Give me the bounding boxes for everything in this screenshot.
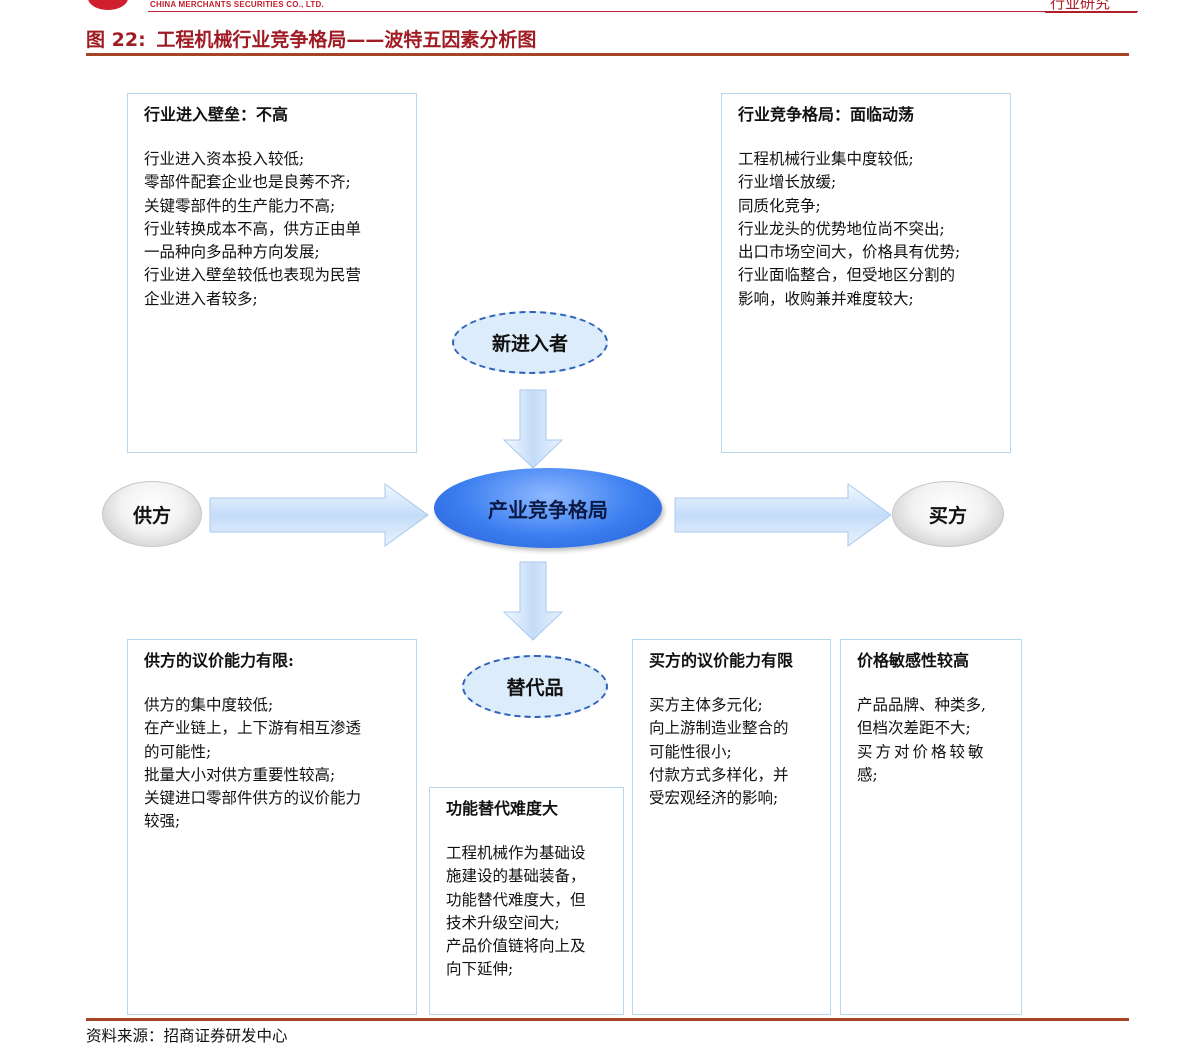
box-line: 出口市场空间大，价格具有优势; bbox=[738, 243, 961, 262]
box-line: 行业进入壁垒较低也表现为民营 bbox=[144, 266, 362, 285]
figure-title-text: 工程机械行业竞争格局——波特五因素分析图 bbox=[156, 29, 537, 51]
company-logo-icon bbox=[88, 0, 128, 10]
box-line: 产品价值链将向上及 bbox=[446, 937, 586, 956]
box-line: 较强; bbox=[144, 812, 181, 831]
box-line: 关键零部件的生产能力不高; bbox=[144, 196, 336, 215]
node-buyer: 买方 bbox=[892, 481, 1004, 547]
box-line: 同质化竞争; bbox=[738, 196, 821, 215]
arrow-right-left bbox=[209, 483, 429, 547]
box-price-sensitivity: 价格敏感性较高 产品品牌、种类多, 但档次差距不大; 买方对价格较敏 感; bbox=[840, 639, 1022, 1015]
source-note: 资料来源：招商证券研发中心 bbox=[86, 1027, 288, 1045]
box-line: 付款方式多样化，并 bbox=[649, 765, 789, 784]
box-line: 批量大小对供方重要性较高; bbox=[144, 765, 336, 784]
box-title: 行业进入壁垒：不高 bbox=[144, 105, 289, 124]
box-line: 行业转换成本不高，供方正由单 bbox=[144, 219, 362, 238]
box-line: 向下延伸; bbox=[446, 960, 514, 979]
box-line: 的可能性; bbox=[144, 742, 212, 761]
box-line: 受宏观经济的影响; bbox=[649, 789, 779, 808]
box-line: 一品种向多品种方向发展; bbox=[144, 243, 320, 262]
box-line: 施建设的基础装备， bbox=[446, 867, 586, 886]
box-line: 行业进入资本投入较低; bbox=[144, 150, 305, 168]
box-line: 企业进入者较多; bbox=[144, 289, 258, 308]
box-line: 技术升级空间大; bbox=[446, 913, 560, 932]
box-line: 行业龙头的优势地位尚不突出; bbox=[738, 219, 945, 238]
box-line: 但档次差距不大; bbox=[857, 719, 971, 738]
title-rule bbox=[86, 53, 1129, 56]
figure-title: 图 22: 工程机械行业竞争格局——波特五因素分析图 bbox=[86, 25, 536, 52]
box-title: 行业竞争格局：面临动荡 bbox=[738, 105, 915, 124]
node-center: 产业竞争格局 bbox=[434, 468, 662, 548]
box-line: 功能替代难度大，但 bbox=[446, 890, 586, 909]
header-section-rule bbox=[1045, 11, 1137, 13]
box-line: 零部件配套企业也是良莠不齐; bbox=[144, 173, 351, 192]
box-line: 影响，收购兼并难度较大; bbox=[738, 289, 914, 308]
footer-rule bbox=[86, 1018, 1129, 1021]
box-supplier-power: 供方的议价能力有限: 供方的集中度较低; 在产业链上，上下游有相互渗透 的可能性… bbox=[127, 639, 417, 1015]
page-header: CHINA MERCHANTS SECURITIES CO., LTD. bbox=[0, 0, 1191, 14]
box-line: 向上游制造业整合的 bbox=[649, 719, 789, 738]
box-line: 行业面临整合，但受地区分割的 bbox=[738, 266, 956, 285]
box-title: 供方的议价能力有限: bbox=[144, 651, 294, 670]
header-section: 行业研究 bbox=[1050, 0, 1111, 12]
node-substitutes: 替代品 bbox=[462, 655, 608, 718]
box-line: 买方对价格较敏 bbox=[857, 742, 987, 761]
box-competition: 行业竞争格局：面临动荡 工程机械行业集中度较低; 行业增长放缓; 同质化竞争; … bbox=[721, 93, 1011, 453]
box-line: 可能性很小; bbox=[649, 742, 732, 761]
box-title: 买方的议价能力有限 bbox=[649, 651, 794, 670]
arrow-down-bottom bbox=[502, 561, 564, 641]
box-line: 产品品牌、种类多, bbox=[857, 696, 986, 714]
figure-label: 图 bbox=[86, 29, 106, 51]
node-supplier: 供方 bbox=[102, 481, 202, 547]
box-substitute-difficulty: 功能替代难度大 工程机械作为基础设 施建设的基础装备， 功能替代难度大，但 技术… bbox=[429, 787, 624, 1015]
box-line: 关键进口零部件供方的议价能力 bbox=[144, 789, 362, 808]
company-name-en: CHINA MERCHANTS SECURITIES CO., LTD. bbox=[150, 0, 324, 9]
header-rule bbox=[148, 11, 1138, 12]
box-line: 感; bbox=[857, 765, 878, 784]
box-entry-barrier: 行业进入壁垒：不高 行业进入资本投入较低; 零部件配套企业也是良莠不齐; 关键零… bbox=[127, 93, 417, 453]
box-line: 工程机械行业集中度较低; bbox=[738, 150, 914, 168]
box-title: 功能替代难度大 bbox=[446, 799, 559, 818]
box-line: 供方的集中度较低; bbox=[144, 696, 274, 714]
node-new-entrants: 新进入者 bbox=[452, 311, 608, 374]
arrow-down-top bbox=[502, 389, 564, 469]
box-buyer-power: 买方的议价能力有限 买方主体多元化; 向上游制造业整合的 可能性很小; 付款方式… bbox=[632, 639, 831, 1015]
box-line: 工程机械作为基础设 bbox=[446, 844, 586, 862]
arrow-right-right bbox=[674, 483, 892, 547]
figure-number: 22: bbox=[111, 29, 146, 51]
box-line: 买方主体多元化; bbox=[649, 696, 763, 714]
box-title: 价格敏感性较高 bbox=[857, 651, 970, 670]
box-line: 行业增长放缓; bbox=[738, 173, 837, 192]
box-line: 在产业链上，上下游有相互渗透 bbox=[144, 719, 362, 738]
